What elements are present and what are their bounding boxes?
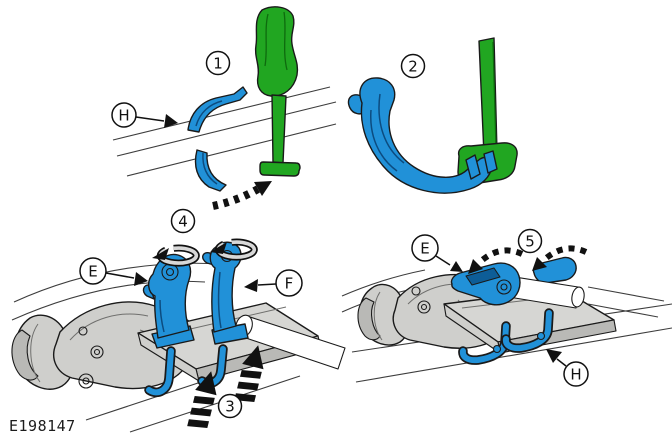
leader-line [105, 272, 135, 279]
callout-step-4: 4 [170, 208, 196, 234]
callout-step-5: 5 [517, 228, 543, 254]
leader-line [257, 283, 277, 286]
leader-line [435, 255, 451, 266]
callout-item-h-right: H [546, 349, 589, 387]
panel-step-2: 2 [347, 37, 518, 194]
panel-step-5: E 5 H [341, 228, 672, 387]
press-arrow-right [234, 345, 264, 403]
callout-step-3-label: 3 [225, 397, 235, 415]
panel-step-3-4: 4 E F 3 [11, 208, 346, 433]
callout-item-h: H [111, 102, 178, 128]
leader-arrowhead [450, 261, 463, 272]
leader-arrowhead [134, 272, 148, 286]
clip-hook-right [501, 308, 554, 353]
callout-step-5-label: 5 [525, 232, 535, 250]
retainer-clip-removed [347, 77, 498, 194]
callout-step-2-label: 2 [408, 57, 418, 75]
press-arrow-left [187, 371, 217, 429]
leader-arrowhead [546, 349, 562, 363]
callout-item-f: F [244, 269, 303, 297]
callout-item-h-label: H [118, 106, 129, 124]
motion-arrowhead [254, 181, 272, 196]
callout-item-f-label: F [285, 274, 294, 292]
callout-item-e-left-label: E [88, 262, 97, 280]
clip-hook-left [144, 346, 176, 398]
callout-step-3: 3 [217, 393, 243, 419]
callout-step-1: 1 [205, 50, 231, 76]
callout-step-4-label: 4 [178, 212, 188, 230]
callout-item-e-left: E [79, 257, 148, 286]
callout-item-h-right-label: H [570, 365, 581, 383]
leader-line [556, 358, 567, 367]
clip-hook-left [458, 321, 511, 365]
callout-step-2: 2 [400, 53, 426, 79]
retainer-clip-lower [194, 149, 227, 192]
callout-item-e-right-label: E [420, 239, 429, 257]
fold-motion-arrow-left [468, 247, 524, 274]
rotation-arrow-right [210, 238, 258, 261]
rotation-arrow-left [152, 244, 200, 267]
tube-lines [112, 86, 337, 177]
leader-arrowhead [244, 279, 258, 292]
leader-arrowhead [164, 114, 178, 128]
fold-motion-arrow-right [532, 245, 588, 271]
rotate-motion-arrow [212, 181, 272, 210]
panel-step-1: 1 H [111, 6, 337, 210]
removal-tool [254, 6, 301, 177]
figure-reference-code: E198147 [9, 417, 76, 435]
leader-line [135, 116, 165, 122]
callout-step-1-label: 1 [213, 54, 223, 72]
lever-f-upright [202, 241, 249, 345]
callout-item-e-right: E [411, 234, 463, 272]
retainer-clip-upper [187, 86, 248, 133]
